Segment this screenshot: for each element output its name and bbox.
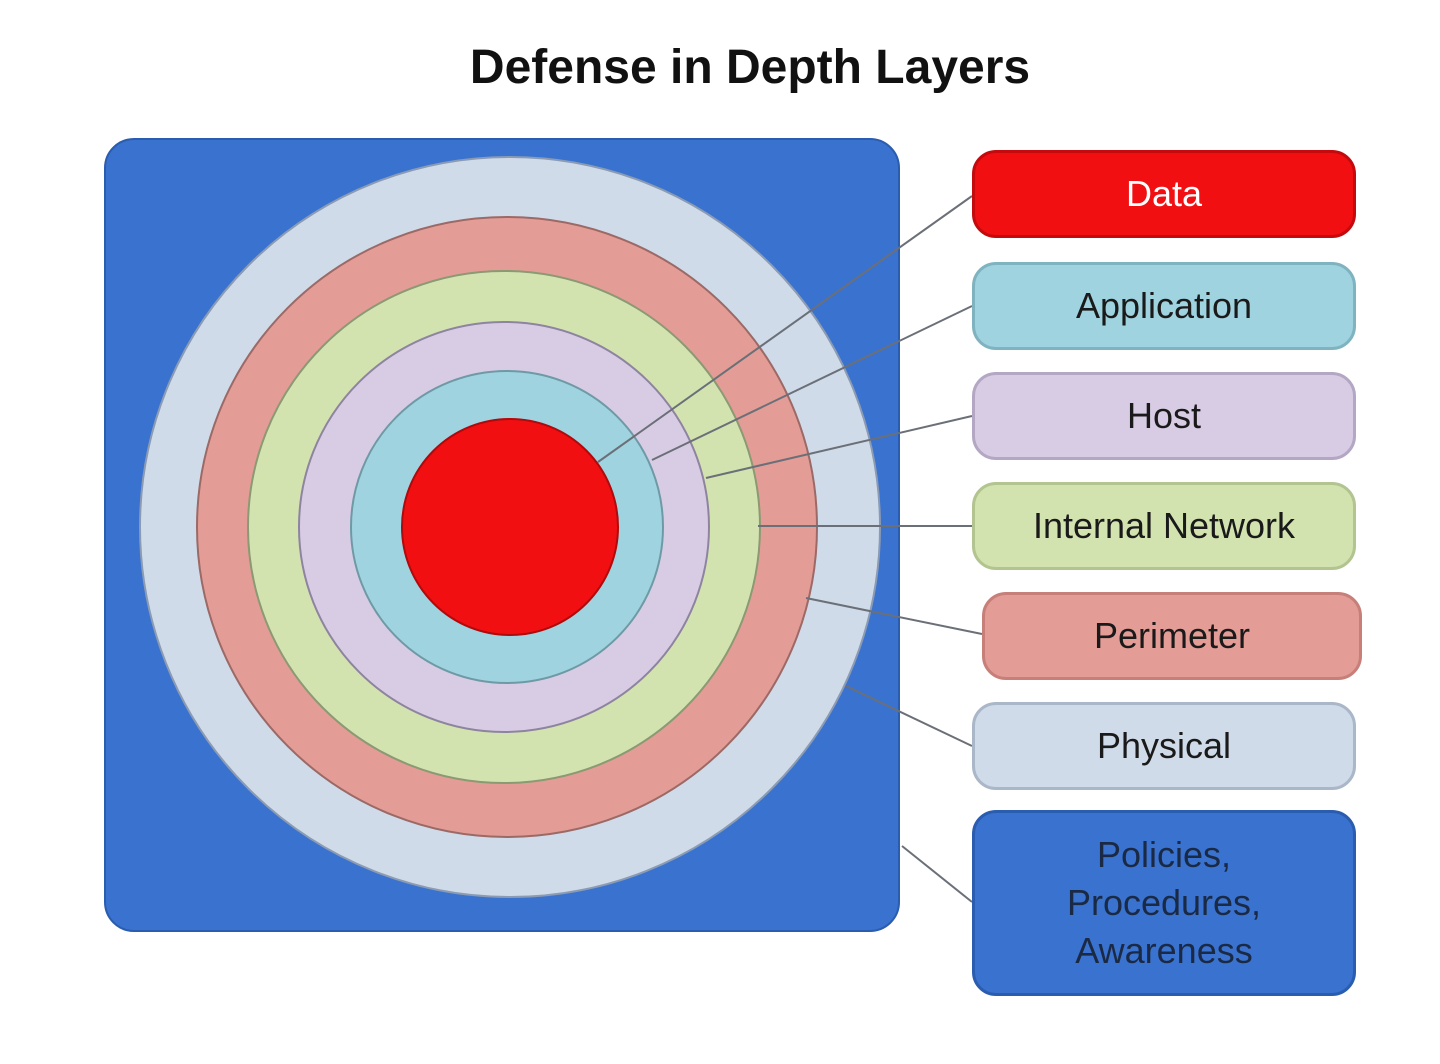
label-application: Application bbox=[972, 262, 1356, 350]
label-physical: Physical bbox=[972, 702, 1356, 790]
leader-line-application bbox=[651, 305, 973, 461]
label-perimeter: Perimeter bbox=[982, 592, 1362, 680]
leader-line-data bbox=[597, 195, 973, 463]
label-data: Data bbox=[972, 150, 1356, 238]
label-policies-line: Policies, bbox=[1096, 834, 1232, 875]
label-internal-network: Internal Network bbox=[972, 482, 1356, 570]
label-procedures-line: Procedures, bbox=[1066, 882, 1262, 923]
leader-line-perimeter bbox=[805, 597, 983, 635]
diagram-title: Defense in Depth Layers bbox=[469, 41, 1031, 94]
leader-line-policies bbox=[901, 845, 973, 903]
leader-line-host bbox=[705, 415, 973, 479]
label-host: Host bbox=[972, 372, 1356, 460]
label-awareness-line: Awareness bbox=[1075, 930, 1253, 971]
label-policies-procedures-awareness: Policies, Procedures, Awareness bbox=[972, 810, 1356, 996]
ring-data bbox=[401, 418, 619, 636]
leader-line-physical bbox=[845, 685, 973, 747]
